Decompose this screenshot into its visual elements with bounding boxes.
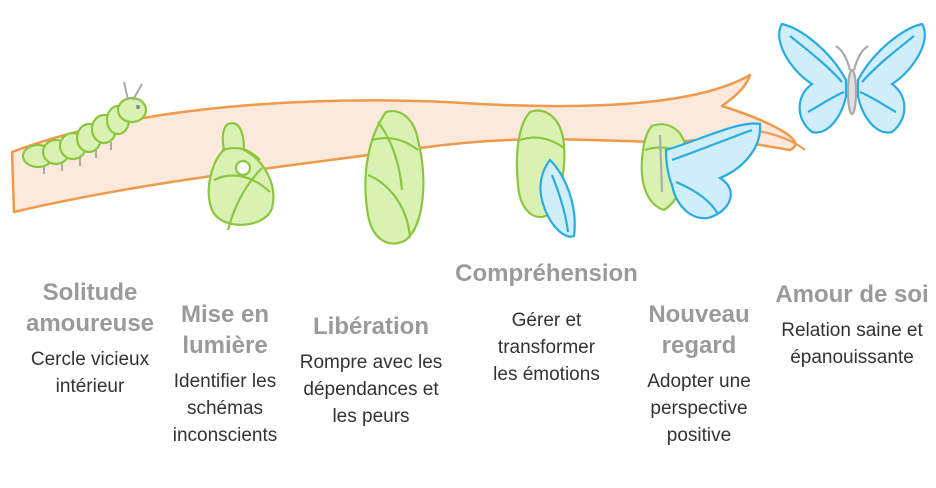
early-chrysalis-icon <box>207 122 275 231</box>
emerging-butterfly-icon <box>640 122 762 220</box>
stage-title: Libération <box>312 313 429 340</box>
stage-description: Adopter une perspective positive <box>647 371 751 446</box>
stage-liberation: Libération Rompre avec les dépendances e… <box>296 311 446 430</box>
stage-description: Rompre avec les dépendances et les peurs <box>299 352 443 427</box>
stage-comprehension: Compréhension Gérer et transformer les é… <box>444 258 649 388</box>
butterfly-icon <box>778 22 926 134</box>
stage-description: Identifier les schémas inconscients <box>172 371 278 446</box>
stage-title: Mise en lumière <box>180 301 270 359</box>
stage-title: Solitude amoureuse <box>25 279 155 337</box>
stage-description: Cercle vicieux intérieur <box>30 349 150 397</box>
stage-title: Nouveau regard <box>648 301 750 359</box>
chrysalis-icon <box>364 110 425 245</box>
opening-chrysalis-icon <box>515 109 576 238</box>
stage-title: Compréhension <box>455 260 638 287</box>
stage-solitude: Solitude amoureuse Cercle vicieux intéri… <box>10 277 170 400</box>
stage-title: Amour de soi <box>775 281 929 308</box>
stage-mise-en-lumiere: Mise en lumière Identifier les schémas i… <box>155 299 295 449</box>
stage-description: Relation saine et épanouissante <box>781 320 923 368</box>
stage-amour-de-soi: Amour de soi Relation saine et épanouiss… <box>772 279 932 371</box>
stage-description: Gérer et transformer les émotions <box>493 310 600 385</box>
stage-nouveau-regard: Nouveau regard Adopter une perspective p… <box>628 299 770 449</box>
caterpillar-icon <box>21 81 148 174</box>
